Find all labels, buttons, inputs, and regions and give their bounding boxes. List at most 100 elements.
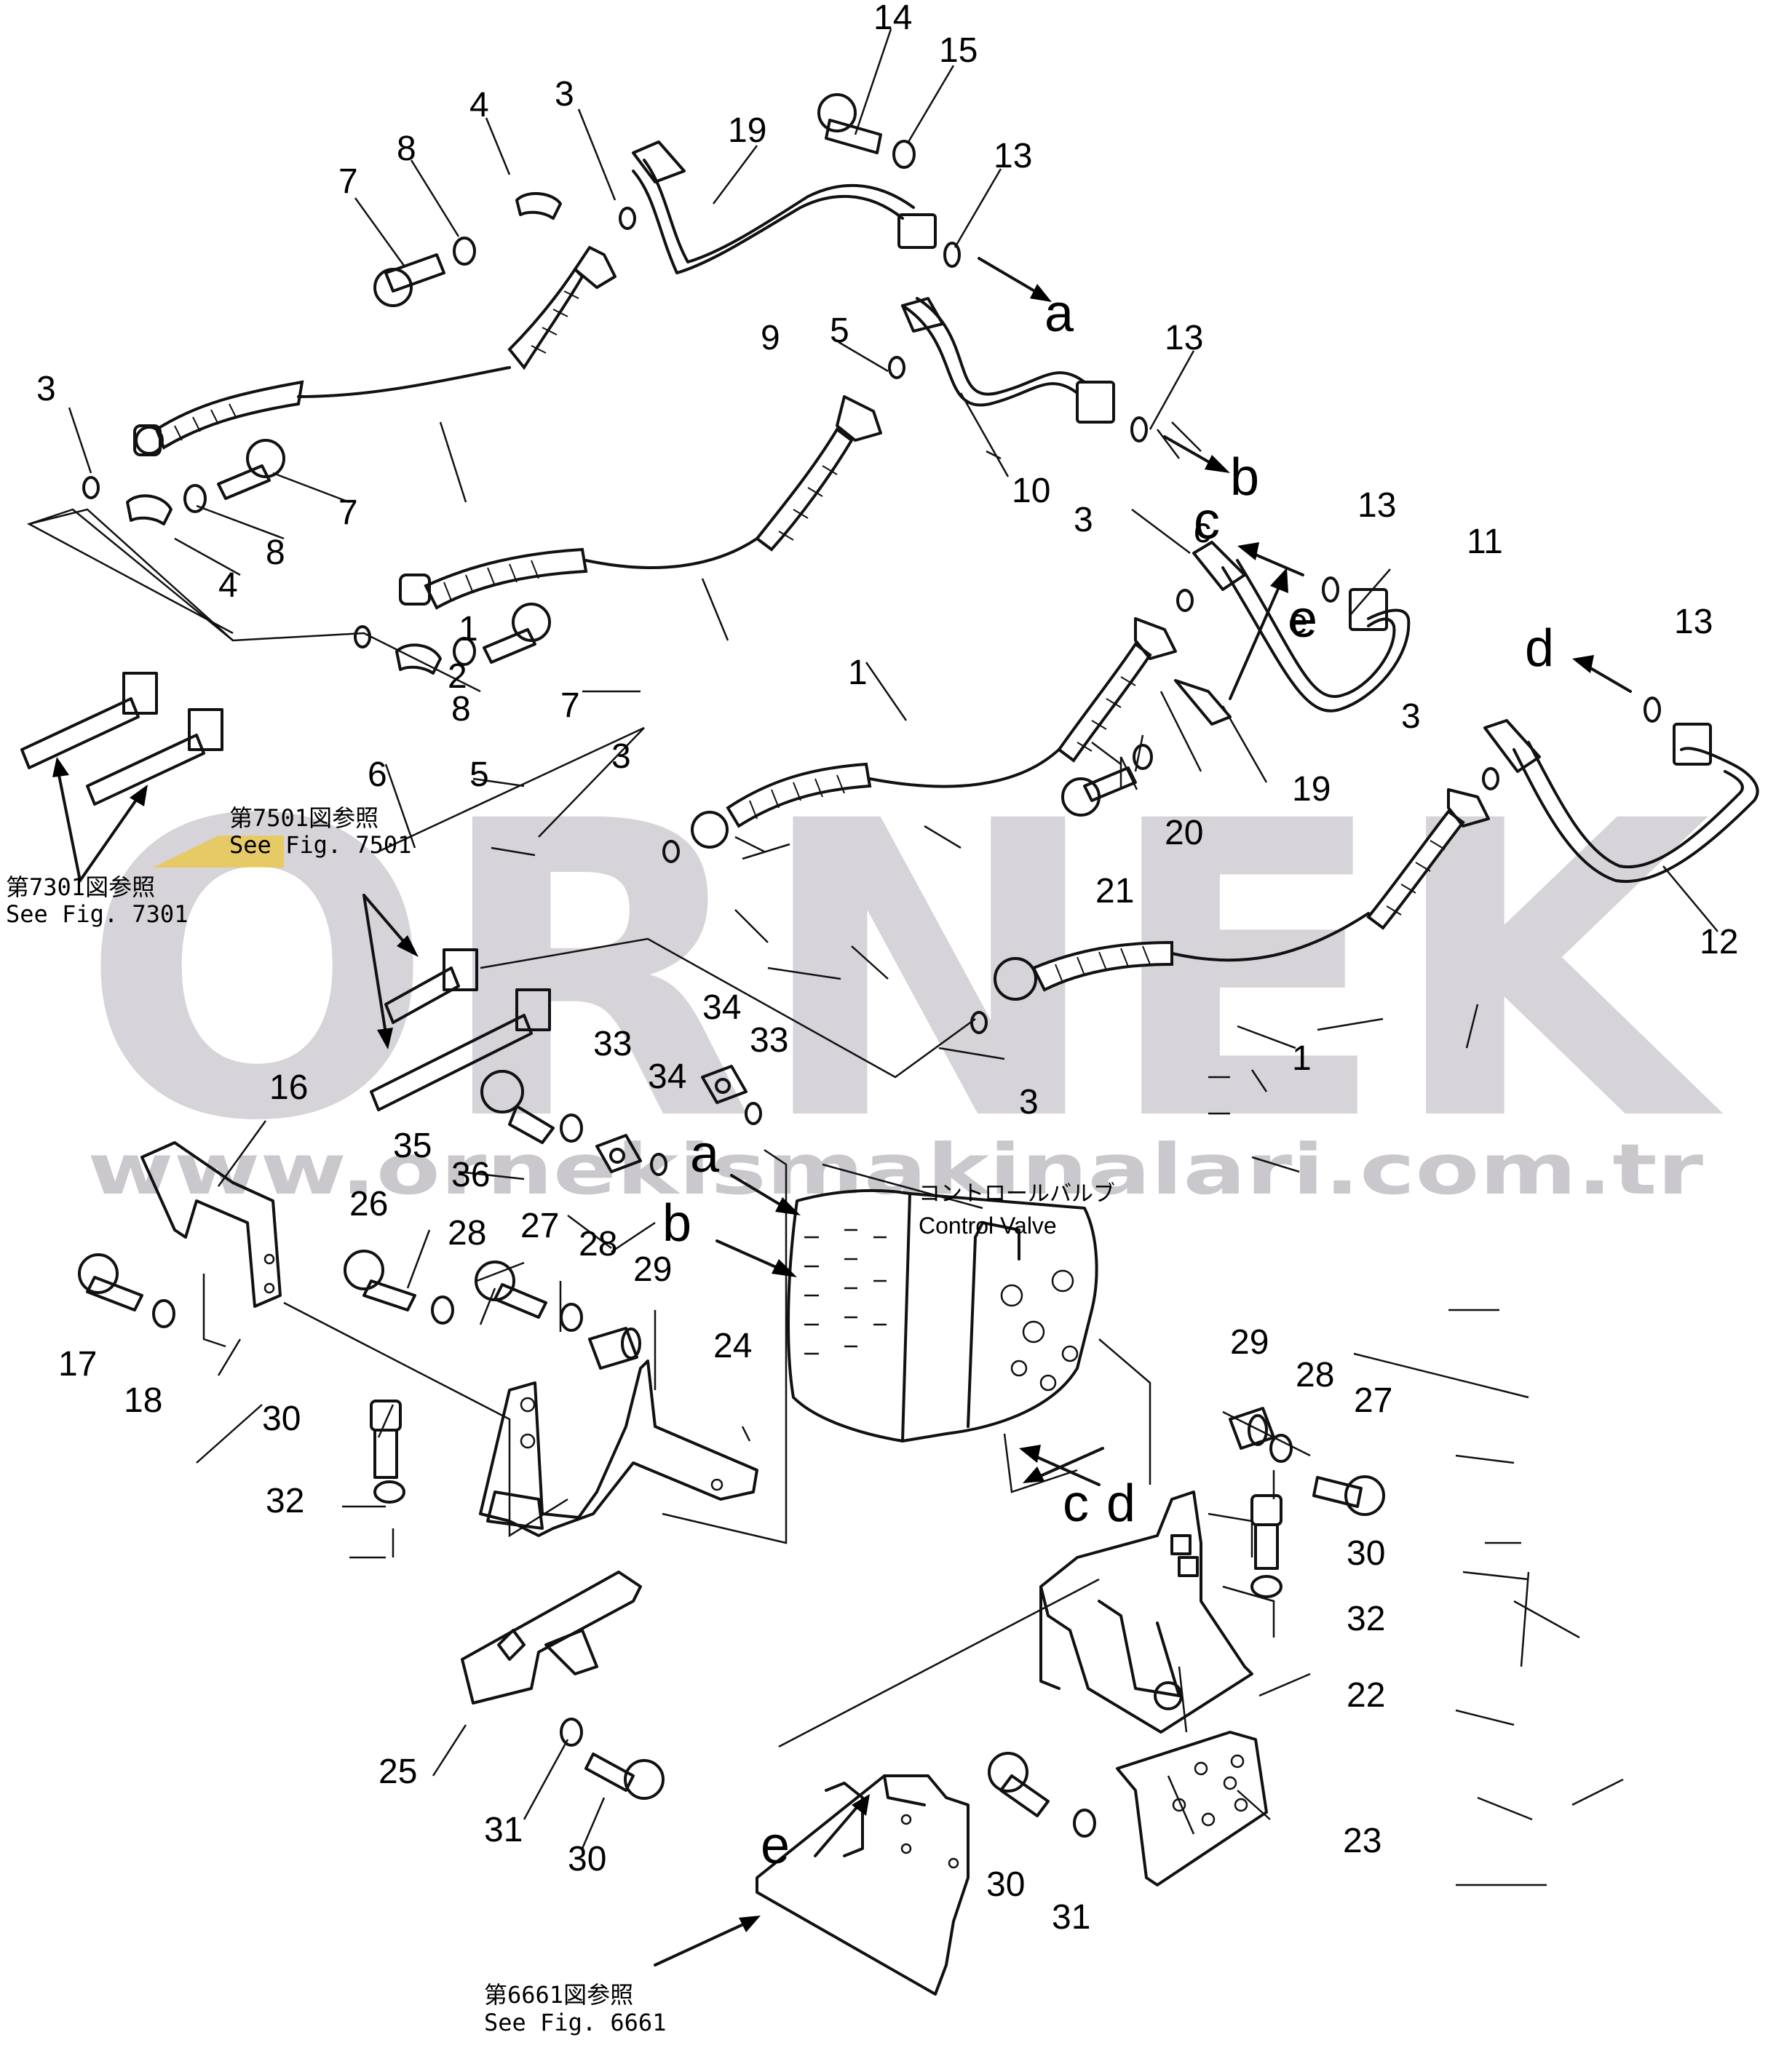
ref-7501-en: See Fig. 7501 — [229, 831, 411, 859]
tube-10 — [901, 297, 1115, 424]
o-ring-3-lower — [970, 1011, 988, 1034]
part-number-label: 8 — [451, 690, 471, 729]
part-number-label: c — [1194, 512, 1211, 550]
part-number-label: 3 — [611, 737, 631, 776]
ref-7301-en: See Fig. 7301 — [6, 900, 188, 928]
letter-e-frame: e — [761, 1817, 790, 1875]
part-number-label: 5 — [469, 755, 489, 794]
reference-notes: 第7501図参照 See Fig. 7501 第7301図参照 See Fig.… — [6, 804, 666, 2036]
control-valve-label-en: Control Valve — [919, 1212, 1057, 1239]
clamp-4-top — [515, 191, 562, 220]
pipe-stubs — [20, 672, 551, 1111]
washer-32-right — [1250, 1575, 1282, 1598]
watermark-url: www.ornekismakinalari.com.tr — [87, 1129, 1704, 1210]
part-number-label: 31 — [484, 1811, 523, 1849]
o-ring-5-mid — [354, 625, 371, 648]
part-number-label: 13 — [994, 137, 1032, 175]
hose-1-upper — [133, 246, 617, 456]
bracket-25 — [461, 1571, 642, 1704]
control-valve-label-jp: コントロールバルブ — [919, 1182, 1115, 1206]
washer-15 — [892, 140, 916, 169]
spacer-29-left — [588, 1327, 638, 1370]
ref-6661-en: See Fig. 6661 — [484, 2009, 666, 2036]
part-number-label: 3 — [1019, 1083, 1039, 1122]
tube-12 — [1483, 719, 1759, 884]
letter-b-top: b — [1230, 448, 1259, 507]
o-ring-3-right — [1176, 589, 1194, 612]
part-number-label: 3 — [1074, 501, 1093, 539]
part-number-label: 21 — [1095, 872, 1134, 910]
bolt-30-left — [370, 1400, 402, 1479]
bolt-30-bottom-left — [584, 1753, 665, 1800]
connection-letters: a b c d e a b c d e — [662, 285, 1554, 1875]
o-ring-13-b — [1130, 416, 1148, 442]
washer-18 — [152, 1299, 175, 1328]
o-ring-33-left — [650, 1153, 667, 1176]
arrows — [52, 257, 1632, 1966]
part-number-label: 5 — [830, 311, 849, 350]
washer-28-left — [431, 1295, 454, 1325]
bolt-14 — [817, 93, 882, 154]
part-number-label: 13 — [1165, 319, 1203, 357]
bolt-17 — [78, 1253, 143, 1311]
part-number-label: 3 — [555, 75, 574, 114]
bracket-24 — [479, 1360, 758, 1537]
part-number-label: 1 — [848, 654, 868, 692]
letter-e-top: e — [1288, 590, 1317, 648]
part-number-label: 19 — [728, 111, 766, 150]
part-number-label: 12 — [1700, 923, 1738, 961]
bolt-7-left — [217, 439, 285, 500]
bolt-27-right — [1312, 1475, 1385, 1516]
part-number-label: 1 — [1292, 1039, 1312, 1078]
washer-8-mid — [453, 637, 476, 666]
part-number-label: 33 — [750, 1021, 788, 1060]
part-number-label: e — [1288, 603, 1308, 641]
ref-7301-jp: 第7301図参照 — [6, 873, 155, 901]
bolt-30-right — [1250, 1494, 1282, 1570]
part-number-label: 9 — [761, 319, 780, 357]
part-number-label: 32 — [1347, 1600, 1385, 1638]
part-number-label: 13 — [1357, 486, 1396, 525]
ref-6661-jp: 第6661図参照 — [484, 1981, 633, 2009]
part-number-label: 4 — [218, 566, 238, 605]
o-ring-13-c — [1322, 576, 1339, 603]
letter-d-top: d — [1525, 619, 1554, 678]
part-number-label: 36 — [451, 1156, 490, 1194]
o-ring-3-center — [662, 840, 680, 863]
part-number-label: 28 — [448, 1214, 486, 1253]
o-ring-13-a — [943, 242, 961, 268]
part-number-label: 3 — [1401, 697, 1421, 736]
part-number-label: 34 — [648, 1057, 686, 1096]
washer-8-top — [453, 237, 476, 266]
part-number-label: 13 — [1674, 603, 1713, 641]
letter-a-top: a — [1044, 285, 1074, 343]
bracket-23 — [1116, 1731, 1268, 1886]
bolt-21-washer — [1133, 744, 1153, 770]
spacer-29-right — [1229, 1407, 1275, 1450]
control-valve: コントロールバルブ Control Valve — [787, 1182, 1115, 1442]
part-number-label: 32 — [266, 1482, 304, 1520]
part-number-label: 10 — [1012, 472, 1050, 510]
part-number-label: 26 — [349, 1185, 388, 1223]
part-number-label: 6 — [368, 755, 387, 794]
part-number-label: 7 — [338, 493, 358, 532]
hose-2 — [399, 395, 882, 610]
part-number-label: 30 — [568, 1840, 606, 1878]
part-number-label: 8 — [266, 533, 285, 572]
tube-11 — [1192, 541, 1411, 713]
part-number-label: 23 — [1343, 1822, 1381, 1860]
part-number-label: 22 — [1347, 1676, 1385, 1715]
part-number-label: 14 — [873, 0, 912, 37]
bolt-7-mid — [483, 603, 551, 664]
part-number-label: 19 — [1292, 770, 1331, 809]
part-number-label: 27 — [1354, 1381, 1392, 1420]
part-number-label: 7 — [560, 686, 580, 725]
part-number-label: 1 — [459, 610, 478, 648]
o-ring-3-far-right — [1482, 767, 1499, 790]
clamp-4-left — [126, 494, 173, 525]
clamp-6 — [395, 643, 442, 675]
part-number-label: 3 — [36, 370, 56, 408]
letter-d-valve: d — [1106, 1475, 1135, 1533]
bracket-22 — [1039, 1491, 1253, 1734]
